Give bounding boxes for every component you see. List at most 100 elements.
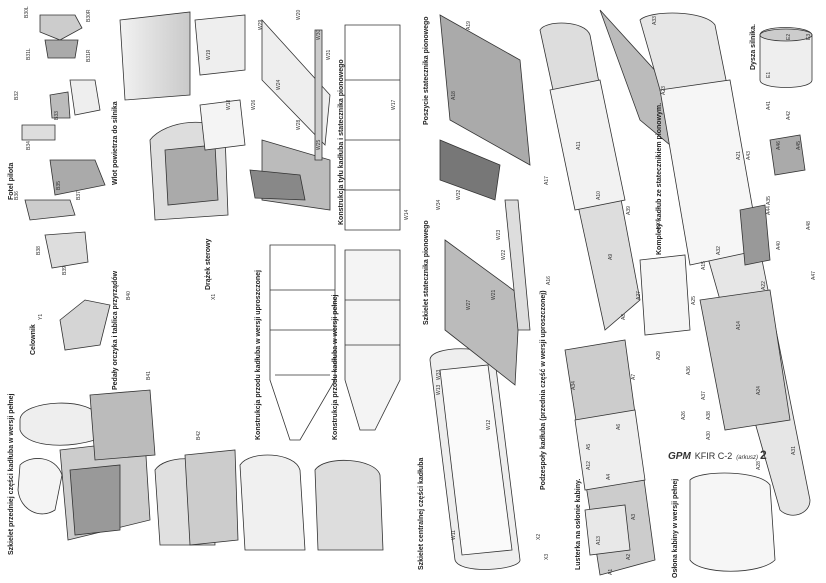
label-konstrukcja-przodu-pel: Konstrukcja przodu kadłuba w wersji pełn… [332, 294, 339, 440]
label-konstrukcja-przodu-upr: Konstrukcja przodu kadłuba w wersji upro… [255, 270, 262, 440]
callout-w12: W12 [486, 420, 492, 431]
label-wlot-powietrza: Wlot powietrza do silnika [112, 101, 119, 185]
callout-a30: A30 [706, 431, 712, 440]
callout-w25: W25 [316, 140, 322, 151]
callout-b33: B33 [54, 111, 60, 120]
callout-a43: A43 [746, 151, 752, 160]
callout-a10: A10 [596, 191, 602, 200]
label-podzespoly-kadluba: Podzespoły kadłuba (przednia część w wer… [540, 290, 547, 490]
callout-a23: A23 [661, 86, 667, 95]
callout-w34: W34 [436, 200, 442, 211]
callout-e2: E2 [786, 34, 792, 40]
front-fuselage-frame-drawing [17, 299, 384, 551]
callout-w28: W28 [296, 120, 302, 131]
callout-a9: A9 [608, 254, 614, 260]
callout-b30r: B30R [86, 9, 92, 22]
callout-w20: W20 [296, 10, 302, 21]
callout-a39: A39 [626, 206, 632, 215]
label-szkielet-przedniej: Szkielet przedniej części kadłuba w wers… [8, 393, 15, 555]
callout-w21: W21 [491, 290, 497, 301]
callout-a14: A14 [736, 321, 742, 330]
callout-a41: A41 [766, 101, 772, 110]
callout-a8: A8 [621, 314, 627, 320]
callout-a19: A19 [466, 21, 472, 30]
callout-a46: A46 [776, 141, 782, 150]
callout-a34: A34 [571, 381, 577, 390]
callout-b39: B39 [62, 266, 68, 275]
callout-x1: X1 [211, 294, 217, 300]
sheet-number: 2 [759, 448, 767, 462]
callout-a16: A16 [546, 276, 552, 285]
callout-a44: A44 [766, 206, 772, 215]
callout-w32: W32 [456, 190, 462, 201]
callout-w17: W17 [391, 100, 397, 111]
callout-w31: W31 [326, 50, 332, 61]
callout-b37: B37 [76, 191, 82, 200]
callout-a13: A13 [596, 536, 602, 545]
center-fuselage-skeleton-drawing [429, 139, 521, 570]
callout-w11: W11 [451, 530, 457, 540]
callout-a28: A28 [756, 461, 762, 470]
callout-a6: A6 [616, 424, 622, 430]
edition-label: (arkusz) [736, 455, 758, 461]
callout-a11: A11 [576, 141, 582, 150]
label-lusterka: Lusterka na osłonie kabiny. [575, 478, 582, 570]
callout-b35: B35 [56, 181, 62, 190]
callout-w29: W29 [258, 20, 264, 31]
fuselage-subassemblies-drawing [439, 14, 691, 576]
rear-fuselage-construction-drawing [249, 18, 401, 231]
callout-x3: X3 [544, 554, 550, 560]
callout-a40: A40 [776, 241, 782, 250]
callout-a20: A20 [656, 221, 662, 230]
callout-b42: B42 [196, 431, 202, 440]
callout-a48: A48 [806, 221, 812, 230]
label-konstrukcja-tylu: Konstrukcja tyłu kadłuba i statecznika p… [338, 59, 345, 225]
callout-w14: W14 [404, 210, 410, 221]
callout-a12: A12 [586, 461, 592, 470]
callout-a37: A37 [701, 391, 707, 400]
callout-a25: A25 [691, 296, 697, 305]
callout-a35: A35 [766, 196, 772, 205]
model-name: KFIR C-2 [694, 451, 733, 461]
callout-a29: A29 [656, 351, 662, 360]
brand-logo: GPM [668, 451, 691, 462]
callout-a38: A38 [706, 411, 712, 420]
callout-w22: W22 [501, 250, 507, 261]
callout-b30l: B30L [24, 6, 30, 18]
label-celownik: Celownik [30, 324, 37, 355]
callout-w19: W19 [206, 50, 212, 61]
seat-parts-drawing [21, 14, 106, 269]
callout-b34: B34 [26, 141, 32, 150]
callout-a36: A36 [686, 366, 692, 375]
callout-w30: W30 [316, 30, 322, 41]
callout-a4: A4 [606, 474, 612, 480]
callout-e3: E3 [806, 34, 812, 40]
callout-a24: A24 [756, 386, 762, 395]
callout-a21: A21 [736, 151, 742, 160]
label-pedaly: Pedały orczyka i tablica przyrządów [112, 270, 119, 390]
callout-a7: A7 [631, 374, 637, 380]
callout-w23: W23 [496, 230, 502, 241]
front-fuselage-simplified-drawing [269, 244, 401, 441]
air-intake-drawing [119, 11, 246, 221]
callout-a17: A17 [544, 176, 550, 185]
callout-b31l: B31L [26, 48, 32, 60]
callout-y1: Y1 [38, 314, 44, 320]
engine-nozzle-drawing [759, 27, 813, 176]
label-dysza-silnika: Dysza silnika. [750, 24, 757, 70]
label-drazek: Drążek sterowy [205, 238, 212, 290]
label-fotel-pilota: Fotel pilota [8, 162, 15, 200]
callout-b41: B41 [146, 371, 152, 380]
callout-a33: A33 [652, 16, 658, 25]
callout-w27: W27 [466, 300, 472, 311]
callout-b40: B40 [126, 291, 132, 300]
callout-a26: A26 [681, 411, 687, 420]
complete-fuselage-drawing [599, 9, 811, 516]
callout-a1: A1 [608, 569, 614, 575]
label-oslona-kabiny: Osłona kabiny w wersji pełnej [672, 478, 679, 578]
callout-b36: B36 [14, 191, 20, 200]
canopy-drawing [584, 472, 776, 572]
callout-a45: A45 [796, 141, 802, 150]
